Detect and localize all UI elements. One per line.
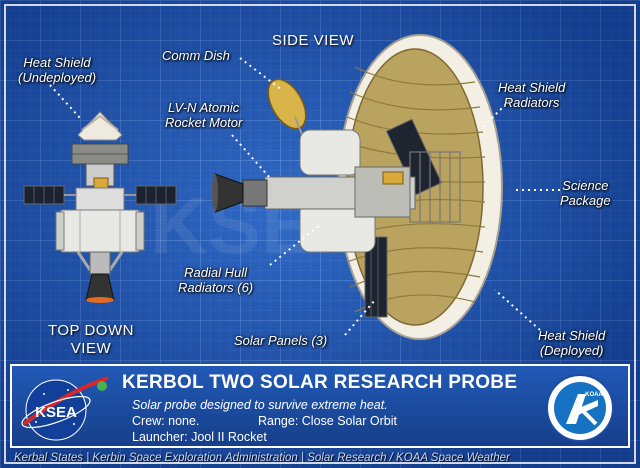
crew-line: Crew: none. — [132, 414, 200, 428]
heat-shield-radiators-text: Heat Shield Radiators — [498, 80, 566, 110]
range-line: Range: Close Solar Orbit — [258, 414, 397, 428]
heat-shield-undeployed-text: Heat Shield (Undeployed) — [18, 55, 97, 85]
solar-panels-label: Solar Panels (3) — [234, 333, 328, 348]
koaa-logo-text: KOAA — [585, 392, 603, 398]
comm-dish-label: Comm Dish — [162, 48, 230, 63]
heat-shield-radiators-label: Heat Shield Radiators — [498, 80, 565, 110]
koaa-logo: KOAA — [546, 374, 614, 442]
footer-credits: Kerbal States | Kerbin Space Exploration… — [14, 452, 510, 464]
ksea-logo: KSEA — [21, 376, 109, 441]
science-package-text: Science Package — [560, 178, 611, 208]
heat-shield-deployed-label: Heat Shield (Deployed) — [538, 328, 605, 358]
heat-shield-deployed-text: Heat Shield (Deployed) — [538, 328, 606, 358]
panel-title: KERBOL TWO SOLAR RESEARCH PROBE — [122, 372, 518, 393]
panel-subtitle: Solar probe designed to survive extreme … — [132, 398, 388, 412]
side-view-label: SIDE VIEW — [272, 32, 355, 49]
top-down-view-text: TOP DOWN VIEW — [48, 322, 134, 357]
science-package-label: Science Package — [560, 178, 611, 208]
info-panel: KSEA KERBOL TWO SOLAR RESEARCH PROBE Sol… — [10, 364, 630, 448]
heat-shield-undeployed-label: Heat Shield (Undeployed) — [18, 55, 96, 85]
radial-hull-radiators-text: Radial Hull Radiators (6) — [178, 265, 254, 295]
lvn-motor-label: LV-N Atomic Rocket Motor — [165, 100, 242, 130]
launcher-line: Launcher: Jool II Rocket — [132, 430, 267, 444]
side-view-craft-illustration — [212, 34, 503, 340]
ksea-logo-text: KSEA — [35, 404, 77, 421]
top-down-craft-illustration — [23, 111, 177, 303]
lvn-motor-text: LV-N Atomic Rocket Motor — [165, 100, 243, 130]
radial-hull-radiators-label: Radial Hull Radiators (6) — [178, 265, 253, 295]
top-down-view-label: TOP DOWN VIEW — [48, 322, 134, 358]
